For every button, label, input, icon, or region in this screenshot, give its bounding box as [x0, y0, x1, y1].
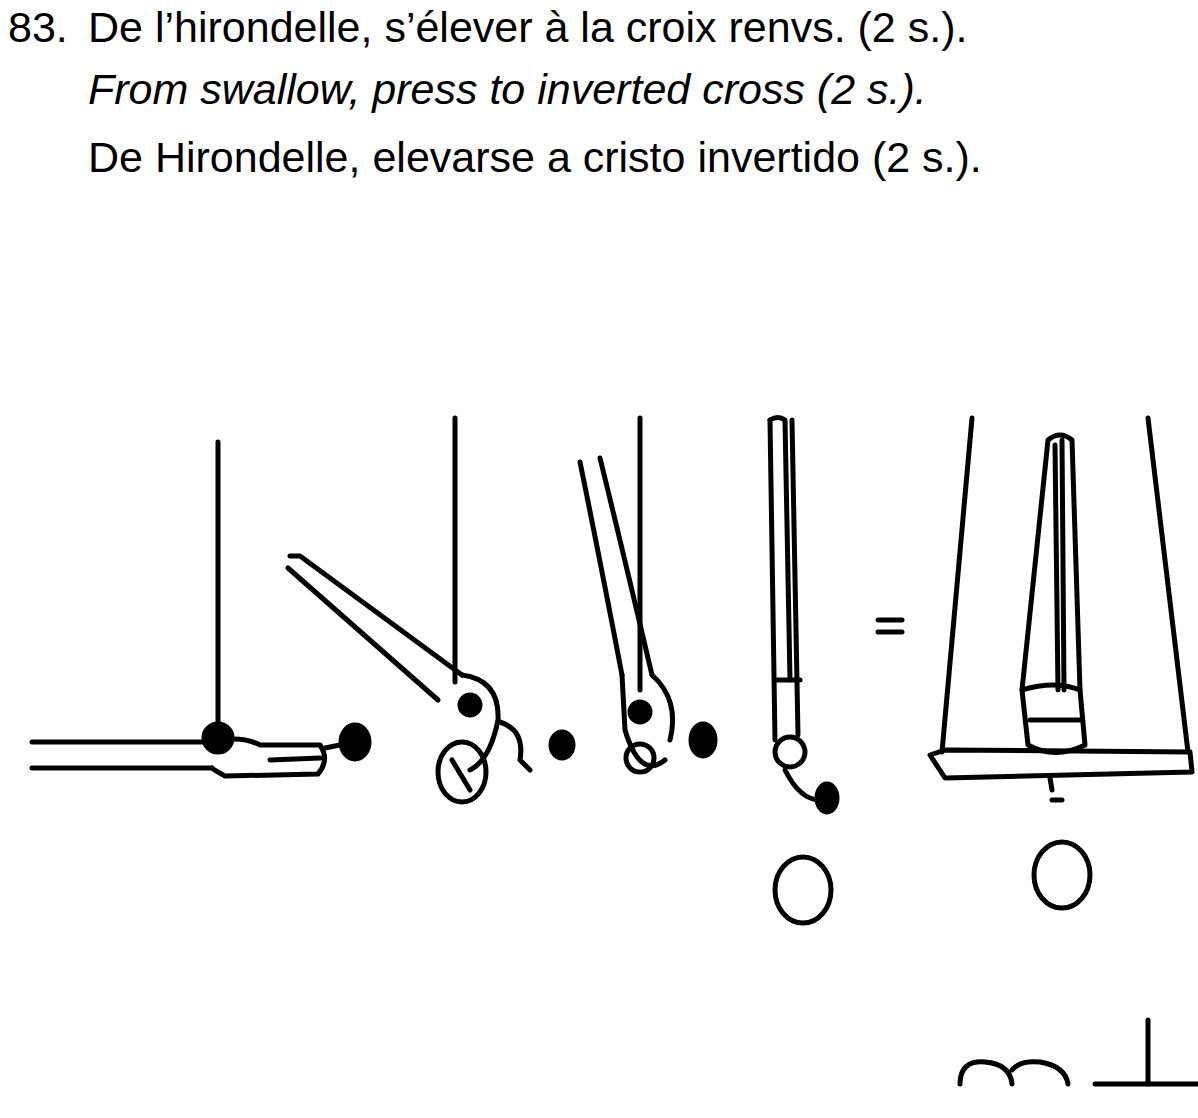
english-caption: From swallow, press to inverted cross (2…	[88, 64, 927, 114]
swallow-figure	[32, 442, 369, 776]
press-figure-1	[288, 418, 573, 802]
press-figure-2	[580, 418, 715, 772]
notation-symbols	[960, 1020, 1198, 1084]
ring-mark	[775, 857, 831, 923]
ring-mark	[1034, 842, 1090, 908]
inverted-cross-side-figure	[770, 418, 837, 924]
french-caption: De l’hirondelle, s’élever à la croix ren…	[88, 2, 967, 52]
equals-sign	[878, 620, 902, 632]
inverted-cross-front-figure	[930, 418, 1192, 908]
item-number: 83.	[8, 2, 68, 52]
spanish-caption: De Hirondelle, elevarse a cristo inverti…	[88, 132, 982, 182]
